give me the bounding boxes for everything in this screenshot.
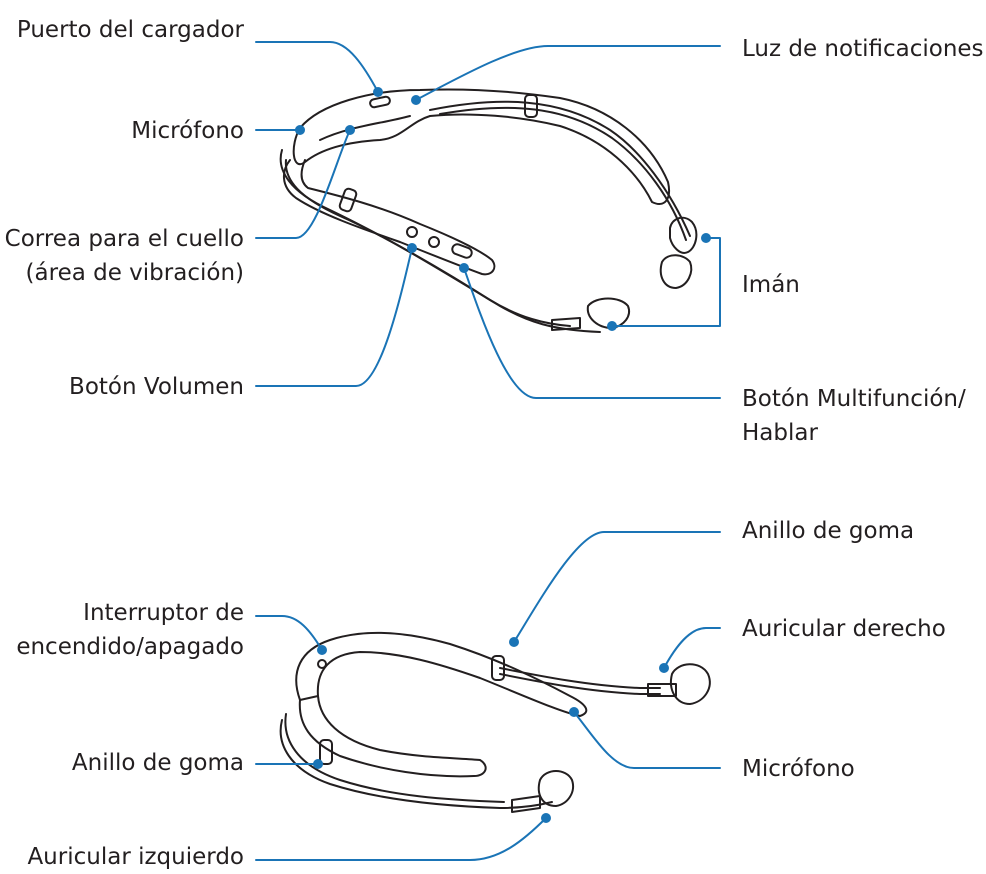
callout-dot-power-switch: [317, 645, 327, 655]
callout-dot-rubber-ring-left: [313, 759, 323, 769]
label-multifunction-line2: Hablar: [742, 420, 818, 446]
leader-left-earbud: [255, 817, 547, 861]
leader-charging-port: [255, 41, 379, 93]
callout-dot-left-earbud: [541, 813, 551, 823]
leader-notification-light: [415, 45, 721, 101]
leader-neckband: [255, 129, 351, 239]
callout-dot-microphone-top: [295, 125, 305, 135]
headset-bottom-view-illustration: [279, 631, 711, 813]
label-volume-button: Botón Volumen: [69, 374, 244, 400]
callout-dot-neckband: [345, 125, 355, 135]
label-neckband-line2: (área de vibración): [25, 260, 244, 286]
leader-multifunction: [463, 267, 721, 399]
label-left-earbud: Auricular izquierdo: [27, 844, 244, 870]
leader-rubber-ring-right: [513, 531, 721, 643]
callout-dot-right-earbud: [659, 663, 669, 673]
label-neckband-line1: Correa para el cuello: [4, 226, 244, 252]
headset-top-view-illustration: [279, 88, 698, 333]
label-rubber-ring-right: Anillo de goma: [742, 518, 915, 544]
callout-dot-volume-button: [407, 243, 417, 253]
label-power-switch-line1: Interruptor de: [83, 600, 244, 626]
label-microphone-bottom: Micrófono: [742, 756, 855, 782]
callout-dot-microphone-bottom: [569, 707, 579, 717]
label-notification-light: Luz de notificaciones: [742, 36, 984, 62]
label-multifunction-line1: Botón Multifunción/: [742, 386, 966, 412]
leader-power-switch: [255, 615, 323, 651]
leader-volume-button: [255, 247, 413, 387]
callout-dot-charging-port: [373, 87, 383, 97]
label-power-switch-line2: encendido/apagado: [16, 634, 244, 660]
callout-dot-magnet-top: [701, 233, 711, 243]
label-charging-port: Puerto del cargador: [16, 17, 244, 43]
label-microphone-top: Micrófono: [131, 118, 244, 144]
callout-dot-rubber-ring-right: [509, 637, 519, 647]
label-magnet: Imán: [742, 272, 800, 298]
callout-dot-magnet-bottom: [607, 321, 617, 331]
callout-dot-multifunction: [459, 263, 469, 273]
callout-dot-notification-light: [411, 95, 421, 105]
label-rubber-ring-left: Anillo de goma: [71, 750, 244, 776]
leader-right-earbud: [663, 627, 721, 669]
label-right-earbud: Auricular derecho: [742, 616, 946, 642]
leader-microphone-bottom: [573, 711, 721, 769]
